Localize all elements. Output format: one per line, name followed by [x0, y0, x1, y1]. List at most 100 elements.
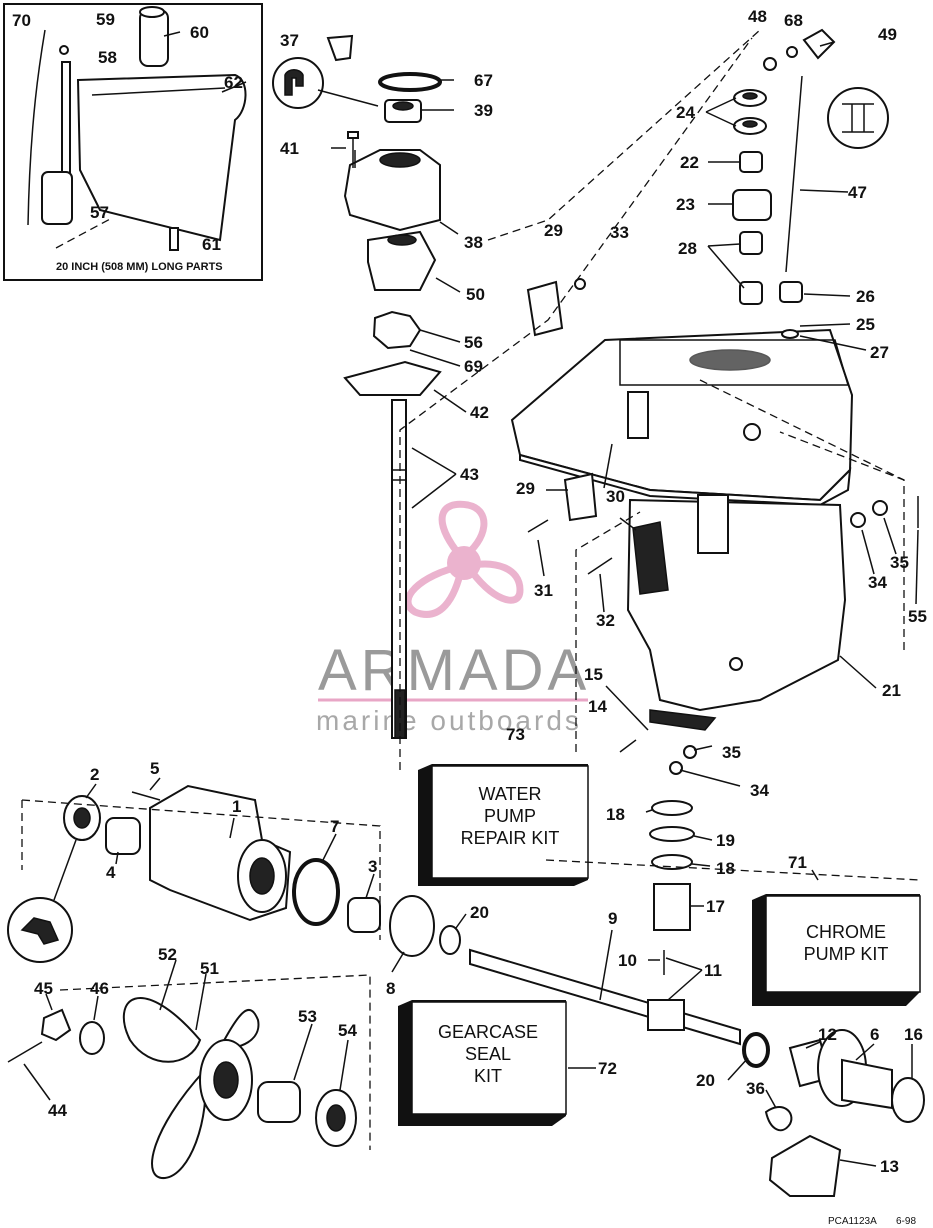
callout-37: 37 — [280, 31, 299, 50]
callout-62: 62 — [224, 73, 243, 92]
callout-31: 31 — [534, 581, 553, 600]
callout-41: 41 — [280, 139, 299, 158]
callout-labels: 70 59 60 58 62 57 61 37 67 39 41 38 50 5… — [12, 7, 927, 1176]
kit-gearcase-seal-line3: KIT — [474, 1066, 502, 1086]
callout-30: 30 — [606, 487, 625, 506]
callout-20-upper: 20 — [470, 903, 489, 922]
gearcase-seal-kit-box — [398, 1000, 567, 1126]
leader-lines — [23, 31, 919, 1167]
callout-12: 12 — [818, 1025, 837, 1044]
propeller — [7, 997, 357, 1180]
callout-20-lower: 20 — [696, 1071, 715, 1090]
callout-45: 45 — [34, 979, 53, 998]
callout-60: 60 — [190, 23, 209, 42]
callout-23: 23 — [676, 195, 695, 214]
callout-71: 71 — [788, 853, 807, 872]
callout-68: 68 — [784, 11, 803, 30]
callout-58: 58 — [98, 48, 117, 67]
callout-14: 14 — [588, 697, 607, 716]
right-stack-parts — [732, 28, 836, 339]
callout-25: 25 — [856, 315, 875, 334]
callout-57: 57 — [90, 203, 109, 222]
callout-1: 1 — [232, 797, 241, 816]
callout-24: 24 — [676, 103, 695, 122]
kit-chrome-pump-line1: CHROME — [806, 922, 886, 942]
kit-water-pump-line2: PUMP — [484, 806, 536, 826]
callout-17: 17 — [706, 897, 725, 916]
callout-51: 51 — [200, 959, 219, 978]
callout-7: 7 — [330, 817, 339, 836]
seal-detail-lower — [7, 839, 77, 963]
drawing-code: PCA1123A — [828, 1216, 877, 1227]
callout-56: 56 — [464, 333, 483, 352]
bolt-41 — [347, 131, 359, 168]
callout-54: 54 — [338, 1021, 357, 1040]
callout-29-upper: 29 — [544, 221, 563, 240]
callout-18-upper: 18 — [606, 805, 625, 824]
callout-8: 8 — [386, 979, 395, 998]
watermark-tagline: marine outboards — [316, 705, 582, 736]
callout-9: 9 — [608, 909, 617, 928]
armada-watermark: ARMADA marine outboards — [316, 500, 588, 736]
callout-36: 36 — [746, 1079, 765, 1098]
callout-46: 46 — [90, 979, 109, 998]
callout-10: 10 — [618, 951, 637, 970]
callout-3: 3 — [368, 857, 377, 876]
side-plates — [526, 278, 669, 595]
callout-49: 49 — [878, 25, 897, 44]
callout-69: 69 — [464, 357, 483, 376]
lower-unit-parts — [63, 784, 925, 1197]
callout-2: 2 — [90, 765, 99, 784]
callout-11: 11 — [704, 961, 722, 980]
callout-50: 50 — [466, 285, 485, 304]
callout-39: 39 — [474, 101, 493, 120]
callout-55: 55 — [908, 607, 927, 626]
water-pump-kit-box — [418, 764, 589, 886]
callout-19: 19 — [716, 831, 735, 850]
callout-6: 6 — [870, 1025, 879, 1044]
callout-67: 67 — [474, 71, 493, 90]
callout-47: 47 — [848, 183, 867, 202]
callout-5: 5 — [150, 759, 159, 778]
callout-35-upper: 35 — [890, 553, 909, 572]
callout-73: 73 — [506, 725, 525, 744]
callout-15: 15 — [584, 665, 603, 684]
seal-orientation-detail — [272, 57, 379, 109]
dashed-group-lines — [21, 29, 921, 1150]
callout-61: 61 — [202, 235, 221, 254]
propeller-logo — [404, 500, 524, 618]
inset-caption: 20 INCH (508 MM) LONG PARTS — [56, 261, 223, 273]
callout-52: 52 — [158, 945, 177, 964]
callout-22: 22 — [680, 153, 699, 172]
water-pump-assembly — [326, 34, 442, 739]
callout-38: 38 — [464, 233, 483, 252]
callout-21: 21 — [882, 681, 901, 700]
callout-35-lower: 35 — [722, 743, 741, 762]
kit-gearcase-seal-line1: GEARCASE — [438, 1022, 538, 1042]
callout-32: 32 — [596, 611, 615, 630]
callout-4: 4 — [106, 863, 116, 882]
callout-48: 48 — [748, 7, 767, 26]
callout-42: 42 — [470, 403, 489, 422]
kit-chrome-pump-line2: PUMP KIT — [804, 944, 889, 964]
drawing-date: 6-98 — [896, 1216, 916, 1227]
callout-26: 26 — [856, 287, 875, 306]
callout-34-upper: 34 — [868, 573, 887, 592]
callout-29-lower: 29 — [516, 479, 535, 498]
callout-53: 53 — [298, 1007, 317, 1026]
callout-18-lower: 18 — [716, 859, 735, 878]
callout-27: 27 — [870, 343, 889, 362]
kit-water-pump-line3: REPAIR KIT — [461, 828, 560, 848]
gearcase-housing — [510, 328, 854, 731]
callout-72: 72 — [598, 1059, 617, 1078]
callout-34-lower: 34 — [750, 781, 769, 800]
chrome-pump-kit-box — [752, 894, 921, 1006]
callout-43: 43 — [460, 465, 479, 484]
callout-33: 33 — [610, 223, 629, 242]
callout-16: 16 — [904, 1025, 923, 1044]
callout-28: 28 — [678, 239, 697, 258]
kit-gearcase-seal-line2: SEAL — [465, 1044, 511, 1064]
callout-70: 70 — [12, 11, 31, 30]
callout-44: 44 — [48, 1101, 67, 1120]
long-parts-inset — [3, 3, 263, 281]
